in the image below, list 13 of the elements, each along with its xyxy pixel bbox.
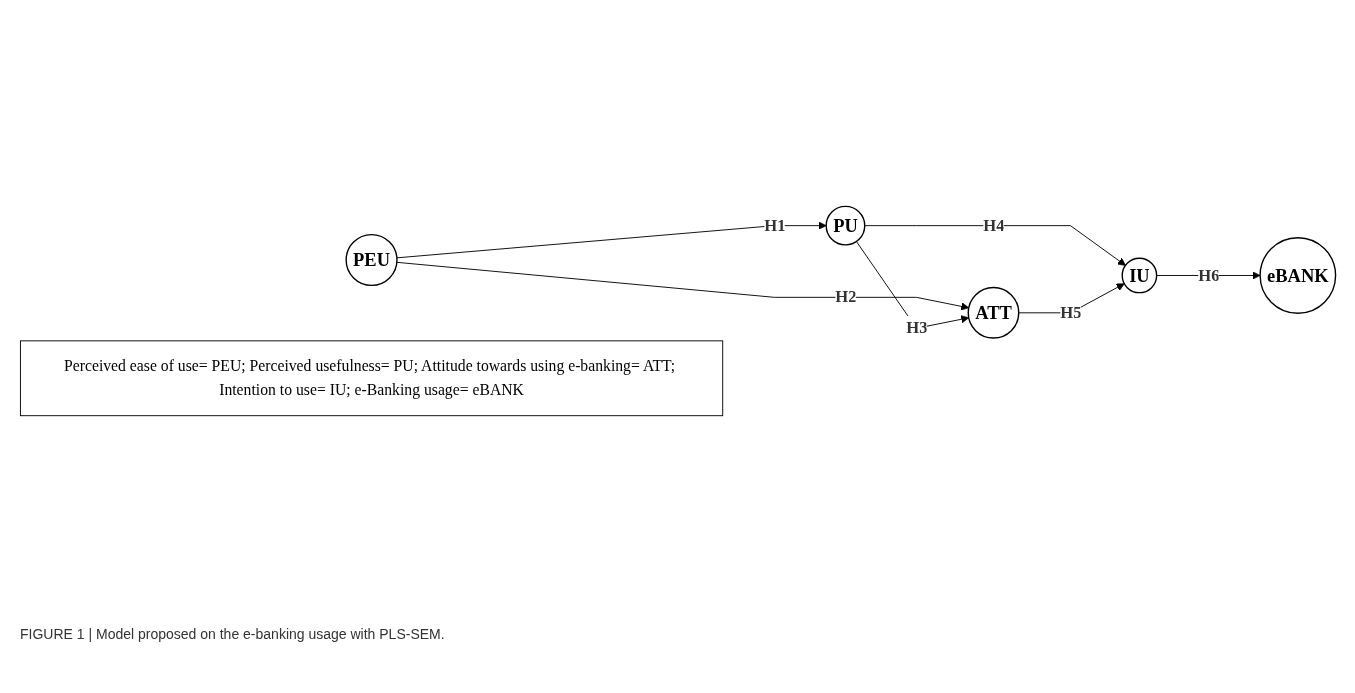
node-circle: PEU: [344, 233, 398, 287]
edge-label: H6: [1197, 265, 1219, 285]
edge-label: H1: [763, 215, 786, 235]
node-box: Perceived ease of use= PEU; Perceived usefulness= PU; Attitude towards using e-banking= ATT; Intention to use= IU; e-Banking usage= eBANK: [19, 340, 723, 417]
node-circle: IU: [1121, 257, 1157, 294]
edge-label: H5: [1059, 303, 1082, 322]
edge-label: H4: [982, 215, 1005, 235]
figure-caption: FIGURE 1 | Model proposed on the e-banking usage with PLS-SEM.: [20, 626, 446, 642]
node-circle: eBANK: [1258, 237, 1336, 314]
node-circle: ATT: [967, 286, 1019, 339]
node-circle: PU: [825, 205, 865, 246]
edge-label: H3: [905, 318, 928, 338]
edge-label: H2: [834, 287, 857, 307]
